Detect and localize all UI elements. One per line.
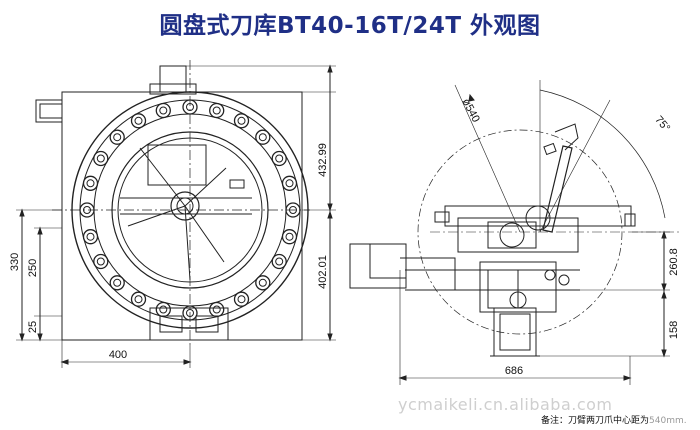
tool-pocket bbox=[93, 253, 109, 270]
tool-pocket-center bbox=[86, 232, 95, 241]
right-side-view bbox=[349, 80, 680, 385]
note: 备注：刀臂两刀爪中心距为540mm. bbox=[541, 413, 687, 426]
tool-pocket-center bbox=[96, 154, 105, 163]
tool-pocket-center bbox=[285, 179, 294, 188]
left-front-view bbox=[16, 60, 336, 368]
tool-pocket-center bbox=[159, 106, 168, 115]
tool-pocket-center bbox=[237, 116, 246, 125]
tool-pocket bbox=[233, 113, 250, 129]
tool-pocket-center bbox=[275, 257, 284, 266]
tool-pocket-center bbox=[212, 305, 221, 314]
tool-pocket bbox=[209, 301, 225, 318]
tool-pocket bbox=[233, 291, 250, 307]
tool-pocket bbox=[155, 102, 171, 119]
tool-pocket-center bbox=[134, 295, 143, 304]
dim-260-8: 260.8 bbox=[668, 248, 680, 276]
tool-pocket bbox=[109, 129, 125, 145]
note-value: 540mm. bbox=[649, 416, 687, 426]
tool-pocket-center bbox=[212, 106, 221, 115]
dim-400: 400 bbox=[109, 349, 127, 361]
tool-pocket bbox=[255, 275, 271, 291]
tool-pocket-center bbox=[275, 154, 284, 163]
tool-pocket bbox=[271, 150, 287, 167]
tool-pocket bbox=[130, 113, 147, 129]
tool-pocket-center bbox=[134, 116, 143, 125]
tool-pocket bbox=[109, 275, 125, 291]
tool-pocket bbox=[271, 253, 287, 270]
drawing-title: 圆盘式刀库BT40-16T/24T 外观图 bbox=[159, 13, 541, 39]
tool-pocket bbox=[82, 175, 99, 191]
tool-pocket-center bbox=[159, 305, 168, 314]
watermark: ycmaikeli.cn.alibaba.com bbox=[398, 395, 613, 414]
dim-402-01: 402.01 bbox=[317, 255, 329, 289]
tool-pocket-center bbox=[258, 278, 267, 287]
tool-pocket bbox=[209, 102, 225, 119]
tool-pocket bbox=[281, 229, 298, 245]
tool-pocket-center bbox=[113, 133, 122, 142]
tool-pocket bbox=[155, 301, 171, 318]
dim-686: 686 bbox=[505, 365, 523, 377]
tool-pocket-center bbox=[113, 278, 122, 287]
dim-432-99: 432.99 bbox=[317, 143, 329, 177]
dim-250: 250 bbox=[27, 259, 39, 277]
tool-pocket bbox=[93, 150, 109, 167]
dim-330: 330 bbox=[9, 253, 21, 271]
dim-25: 25 bbox=[27, 321, 39, 333]
tool-pocket bbox=[255, 129, 271, 145]
tool-pocket-center bbox=[285, 232, 294, 241]
dim-diameter-540: ø540 bbox=[459, 97, 481, 125]
tool-pocket bbox=[281, 175, 298, 191]
tool-pocket-center bbox=[258, 133, 267, 142]
dim-158: 158 bbox=[668, 321, 680, 339]
tool-pocket bbox=[130, 291, 147, 307]
note-label: 备注：刀臂两刀爪中心距为 bbox=[541, 416, 650, 426]
dim-angle-75: 75° bbox=[652, 114, 672, 134]
tool-pocket-center bbox=[86, 179, 95, 188]
tool-pocket-center bbox=[96, 257, 105, 266]
tool-pocket bbox=[82, 229, 99, 245]
tool-pocket-center bbox=[237, 295, 246, 304]
